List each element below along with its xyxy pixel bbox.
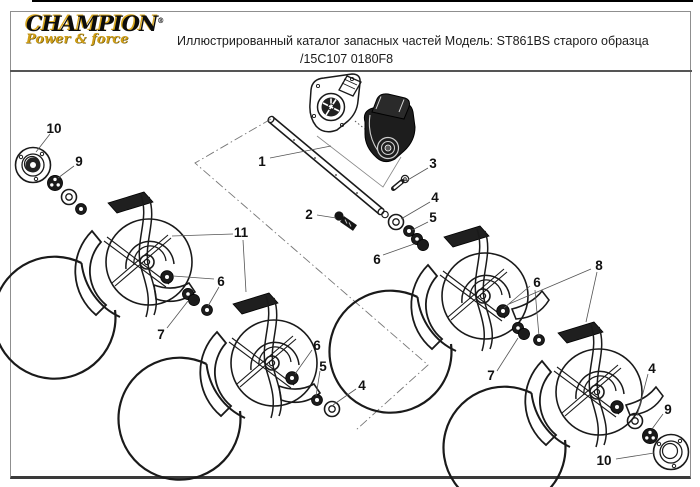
callout-1: 1 (258, 154, 266, 169)
callout-6-auger2: 6 (313, 338, 321, 353)
callout-3: 3 (429, 156, 437, 171)
ring-left (75, 203, 87, 215)
callout-5-auger2: 5 (319, 359, 327, 374)
callout-6-rightpair: 6 (533, 275, 541, 290)
auger-4 (442, 320, 664, 487)
bushing-left-pair (181, 287, 201, 307)
nut-right-pair (533, 334, 545, 346)
nut-below-auger-2 (311, 394, 323, 406)
callout-11: 11 (234, 225, 249, 240)
champion-logo: CHAMPION® Power & force (26, 11, 164, 47)
bearing-right (641, 427, 659, 445)
top-edge-rule (32, 0, 693, 2)
gearbox-halves-join-line (354, 120, 367, 131)
callout-9-right: 9 (664, 402, 672, 417)
washer-left (60, 188, 78, 206)
nut-left-pair (201, 304, 213, 316)
callout-2: 2 (305, 207, 313, 222)
bushing-shaft-end (410, 232, 430, 252)
auger-shaft (267, 115, 389, 219)
callout-6-leftpair: 6 (217, 274, 225, 289)
bolt (334, 211, 357, 231)
bearing-left (46, 174, 64, 192)
auger-2 (117, 291, 321, 481)
registered-mark: ® (157, 16, 164, 25)
callout-6-shaft: 6 (373, 252, 381, 267)
callout-4-shaft: 4 (431, 190, 439, 205)
page-border (10, 11, 691, 479)
leader-lines (35, 133, 664, 460)
callout-10-left: 10 (46, 121, 61, 136)
callout-7-rightpair: 7 (487, 368, 495, 383)
gearbox-left-half (309, 73, 362, 133)
callout-10-right: 10 (596, 453, 611, 468)
gearbox-leader-lines (316, 135, 402, 188)
gearbox-right-half (363, 93, 416, 163)
catalog-title-line2: /15C107 0180F8 (300, 52, 394, 66)
brand-wordmark: CHAMPION® (26, 11, 164, 36)
pin (391, 174, 410, 191)
callout-5-shaft: 5 (429, 210, 437, 225)
catalog-title-line1: Иллюстрированный каталог запасных частей… (177, 34, 649, 48)
bushing-right-pair (511, 321, 531, 341)
brand-tagline: Power & force (26, 32, 129, 47)
bearing-flange-right (652, 433, 690, 471)
callout-7-leftpair: 7 (157, 327, 165, 342)
header-divider (10, 70, 692, 72)
bearing-flange-left (14, 146, 52, 184)
washer-shaft-end (387, 213, 405, 231)
callout-4-auger2: 4 (358, 378, 366, 393)
callout-8: 8 (595, 258, 603, 273)
callout-9-left: 9 (75, 154, 83, 169)
washer-below-auger-2 (323, 400, 341, 418)
auger-1 (0, 190, 196, 380)
callout-4-right: 4 (648, 361, 656, 376)
